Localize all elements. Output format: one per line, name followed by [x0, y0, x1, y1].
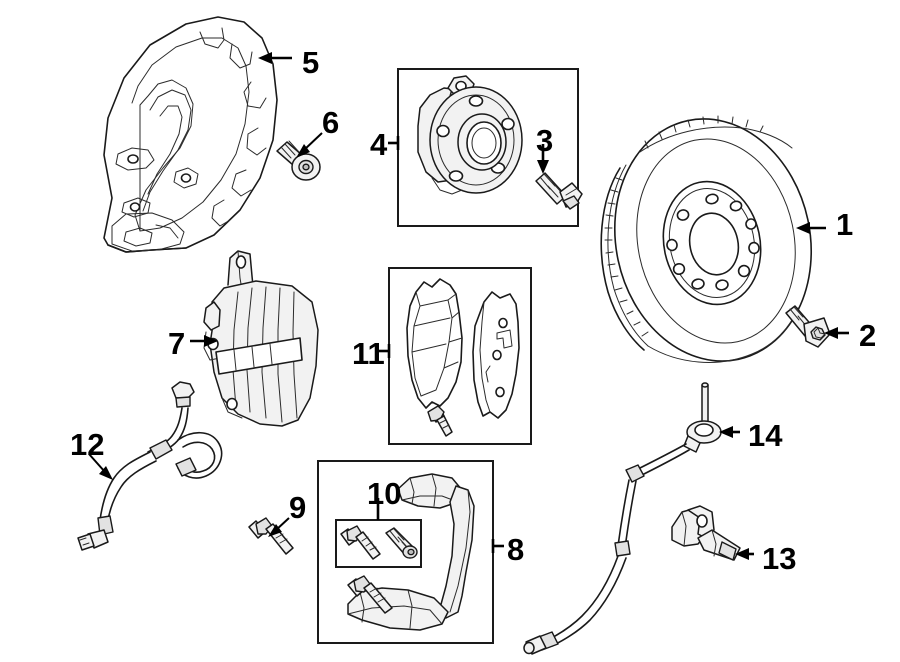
leader-12	[88, 453, 113, 480]
part-splash-shield-bolt	[276, 140, 321, 181]
leader-9	[268, 517, 290, 537]
callout-label-3: 3	[536, 123, 554, 158]
leader-7	[190, 335, 218, 347]
part-rotor-retaining-screw	[785, 305, 831, 348]
callout-label-9: 9	[289, 490, 307, 525]
part-abs-wheel-speed-sensor	[523, 382, 722, 655]
part-wheel-hub-bearing-assembly	[417, 75, 523, 195]
part-bracket-mounting-bolt	[248, 517, 294, 555]
leader-6	[296, 132, 323, 158]
callout-label-2: 2	[859, 318, 877, 353]
callout-label-7: 7	[168, 326, 186, 361]
callout-label-6: 6	[322, 105, 340, 140]
part-hub-mounting-bolt	[535, 172, 583, 210]
part-brake-hose	[77, 381, 223, 551]
part-brake-splash-shield	[103, 16, 278, 253]
leader-8	[491, 539, 504, 553]
leader-4	[388, 136, 400, 150]
leader-3	[537, 144, 549, 174]
leader-13	[735, 548, 754, 560]
part-brake-rotor-disc	[600, 115, 813, 363]
callout-label-4: 4	[370, 127, 388, 162]
callout-label-10: 10	[367, 476, 402, 511]
part-sensor-wire-bracket	[671, 505, 741, 561]
part-brake-caliper	[203, 250, 319, 427]
part-brake-pad-set	[406, 278, 520, 437]
callout-label-8: 8	[507, 532, 525, 567]
leader-2	[824, 327, 849, 339]
callout-label-13: 13	[762, 541, 797, 576]
callout-label-12: 12	[70, 427, 105, 462]
callout-label-1: 1	[836, 207, 854, 242]
leader-5	[258, 52, 292, 64]
part-caliper-mounting-bracket	[335, 473, 475, 631]
leader-11	[378, 344, 391, 358]
callout-label-14: 14	[748, 418, 783, 453]
leader-14	[719, 426, 740, 438]
leader-1	[796, 222, 826, 234]
callout-label-11: 11	[352, 336, 385, 371]
callout-label-5: 5	[302, 45, 320, 80]
